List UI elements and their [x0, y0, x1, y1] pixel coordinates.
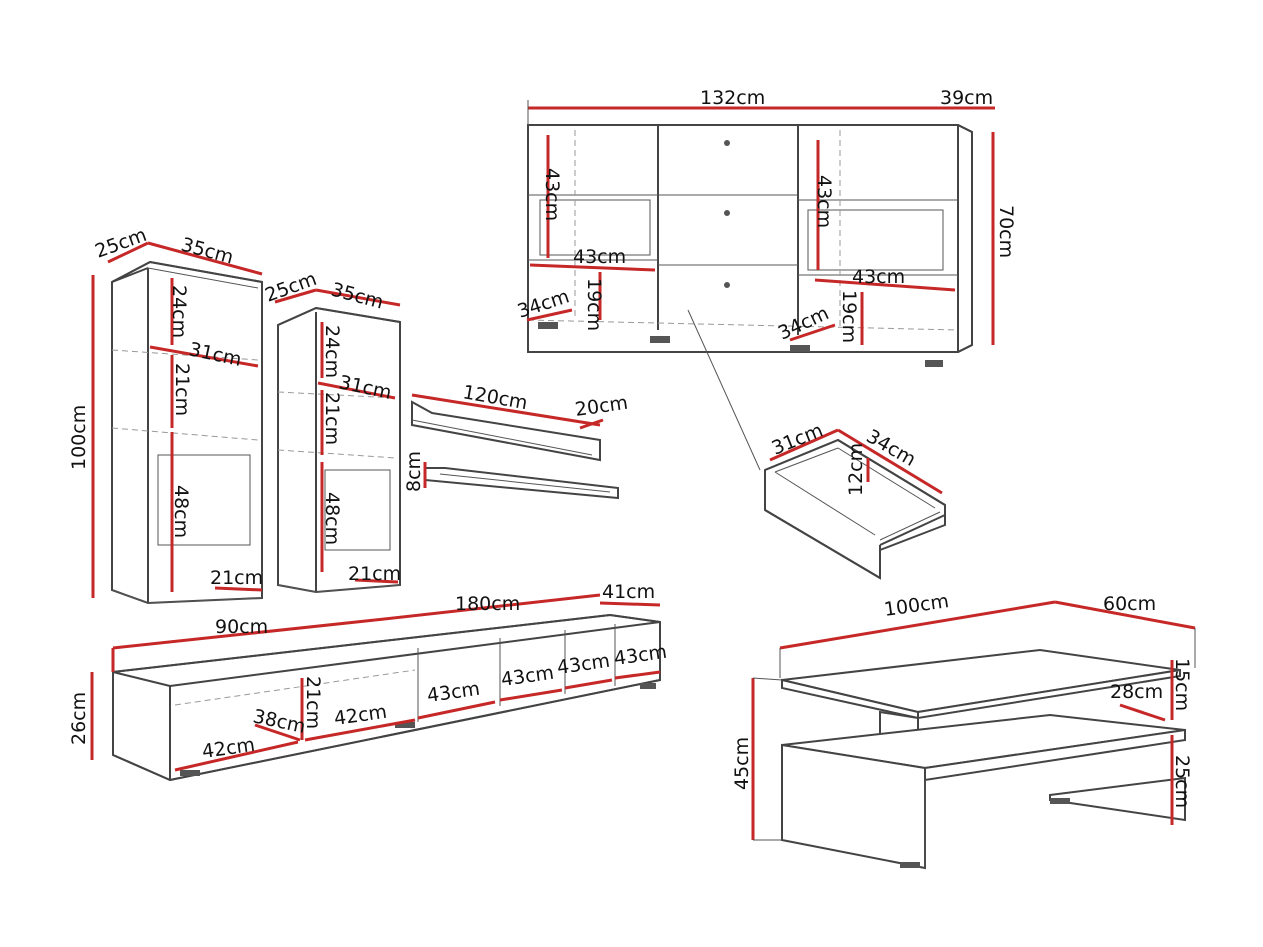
label-top-left-drawer-height: 19cm: [583, 278, 605, 331]
label-tv-half-width: 90cm: [215, 616, 268, 638]
drawer-drawing: [764, 438, 946, 580]
label-table-lower-height: 25cm: [1171, 755, 1193, 808]
drawer-dimension-lines: [769, 428, 943, 495]
label-top-left-compartment-height: 43cm: [541, 168, 563, 221]
vitrine-1-dimension-lines: [91, 241, 263, 598]
label-vitrine2-shelf2: 21cm: [321, 392, 343, 445]
label-shelf-height: 8cm: [403, 451, 425, 492]
label-vitrine1-width: 35cm: [179, 234, 236, 269]
coffee-table-dimension-lines: [751, 600, 1196, 841]
label-drawer-height: 12cm: [845, 443, 867, 496]
vitrine-2-dimension-lines: [274, 288, 401, 584]
label-table-width: 100cm: [883, 590, 951, 621]
sideboard-dimension-lines: [526, 100, 995, 345]
label-vitrine2-shelf1: 24cm: [321, 325, 343, 378]
label-vitrine1-shelf3: 48cm: [170, 485, 192, 538]
label-top-width: 132cm: [700, 87, 765, 109]
label-tv-depth: 41cm: [602, 581, 655, 603]
label-vitrine1-bottom-depth: 21cm: [210, 567, 263, 589]
label-vitrine2-depth: 25cm: [262, 268, 319, 307]
tv-stand-dimension-lines: [90, 593, 661, 772]
label-vitrine1-height: 100cm: [68, 405, 90, 470]
label-table-depth: 60cm: [1103, 593, 1156, 615]
label-tv-compartment-1: 21cm: [302, 676, 324, 729]
tv-stand-drawing: [112, 613, 661, 782]
label-top-height: 70cm: [995, 205, 1017, 258]
vitrine-2-drawing: [277, 306, 401, 594]
label-table-height: 45cm: [731, 737, 753, 790]
label-vitrine2-bottom-depth: 21cm: [348, 563, 401, 585]
wall-shelves-dimension-lines: [411, 393, 604, 488]
label-top-left-compartment-width: 43cm: [573, 246, 626, 268]
label-top-right-compartment-height: 43cm: [813, 175, 835, 228]
label-vitrine1-shelf1: 24cm: [168, 285, 190, 338]
label-table-top-height: 15cm: [1171, 658, 1193, 711]
coffee-table-drawing: [781, 648, 1186, 870]
label-top-right-drawer-height: 19cm: [838, 290, 860, 343]
vitrine-1-drawing: [111, 260, 263, 605]
label-top-right-compartment-width: 43cm: [852, 266, 905, 288]
label-top-depth: 39cm: [940, 87, 993, 109]
label-vitrine2-width: 35cm: [329, 279, 386, 314]
label-tv-total-width: 180cm: [455, 593, 520, 615]
label-table-shelf-depth: 28cm: [1110, 681, 1163, 703]
label-tv-height: 26cm: [68, 692, 90, 745]
label-vitrine1-shelf2: 21cm: [171, 363, 193, 416]
label-vitrine2-shelf3: 48cm: [321, 492, 343, 545]
label-shelf-depth: 20cm: [574, 392, 630, 421]
wall-shelves-drawing: [411, 400, 619, 500]
